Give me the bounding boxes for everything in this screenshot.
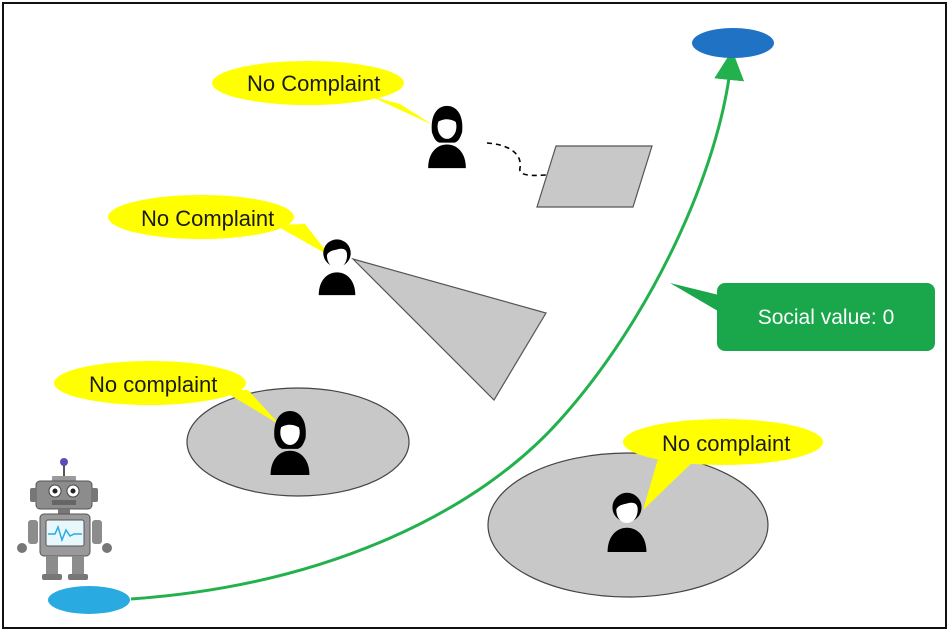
- person-female-icon: [270, 410, 310, 476]
- social-value-label: Social value: 0: [758, 306, 895, 329]
- bubble-label-person2: No Complaint: [141, 206, 274, 231]
- robot-icon: [17, 458, 112, 580]
- person-male-icon: [318, 239, 356, 296]
- bubble-label-person1: No Complaint: [247, 71, 380, 96]
- bubble-label-person3: No complaint: [89, 372, 217, 397]
- view-cone-zone: [350, 257, 547, 401]
- bubble-label-person4: No complaint: [662, 431, 790, 456]
- screen-zone: [536, 145, 653, 208]
- robot-path: [130, 50, 745, 601]
- start-node[interactable]: [48, 586, 130, 614]
- personal-space-zone-right: [487, 452, 769, 598]
- speech-bubble-person4: No complaint: [623, 419, 823, 510]
- person-female-icon: [428, 105, 466, 169]
- social-value-callout: Social value: 0: [670, 283, 935, 351]
- speech-bubble-person3: No complaint: [54, 361, 280, 425]
- goal-node[interactable]: [692, 28, 774, 58]
- speech-bubble-person2: No Complaint: [108, 195, 330, 256]
- speech-bubble-person1: No Complaint: [212, 61, 433, 125]
- gaze-line: [486, 142, 547, 177]
